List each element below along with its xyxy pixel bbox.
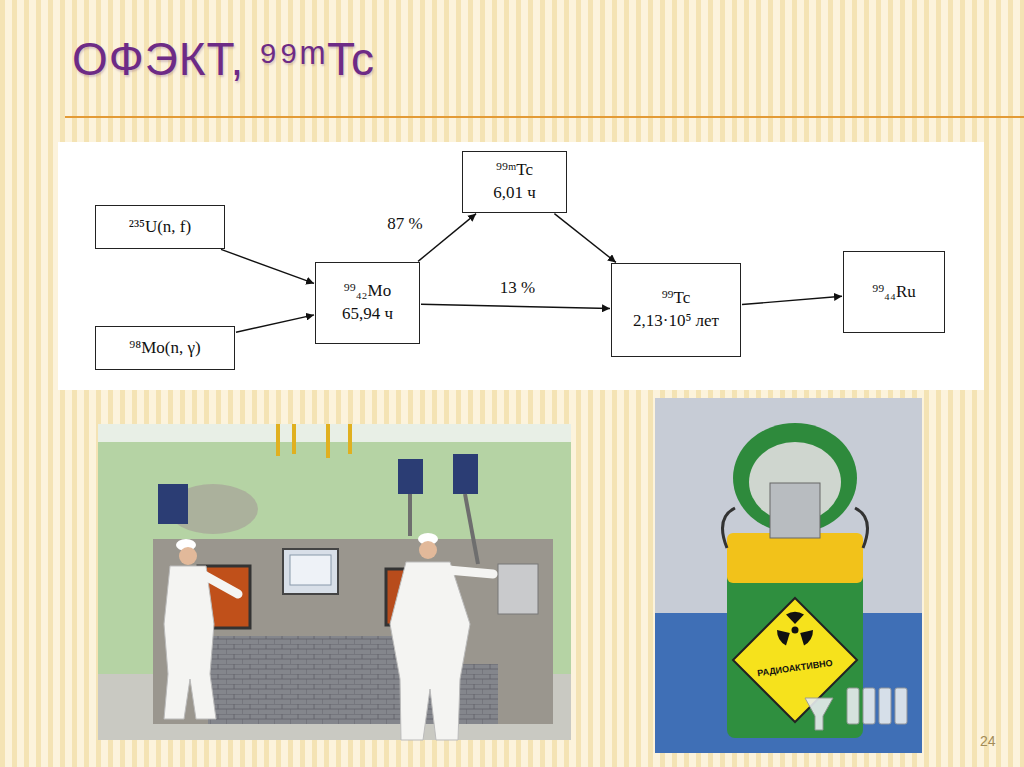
funnel bbox=[805, 698, 833, 730]
nuclide-name: ⁹⁹₄₂Mo bbox=[344, 280, 391, 303]
backdrop bbox=[655, 398, 922, 753]
worker-arm bbox=[448, 570, 493, 574]
decay-arrow bbox=[418, 214, 476, 262]
vial bbox=[879, 688, 891, 724]
vial bbox=[895, 688, 907, 724]
vial bbox=[863, 688, 875, 724]
decay-arrow bbox=[742, 296, 842, 304]
trefoil bbox=[775, 612, 815, 647]
worker-arm bbox=[202, 574, 238, 594]
manipulator-rod bbox=[408, 494, 412, 536]
decay-arrow bbox=[236, 315, 314, 332]
page-number: 24 bbox=[980, 733, 996, 749]
nuclide-box: ⁹⁹ᵐTc6,01 ч bbox=[462, 151, 567, 213]
nuclide-box: ⁹⁹₄₄Ru bbox=[843, 251, 945, 333]
head bbox=[179, 547, 197, 565]
nuclide-name: ⁹⁹Tc bbox=[662, 287, 691, 310]
branch-percent: 13 % bbox=[497, 278, 538, 298]
nuclide-box: ⁹⁹₄₂Mo65,94 ч bbox=[315, 262, 420, 344]
nuclide-name: ⁹⁹₄₄Ru bbox=[872, 281, 916, 304]
handle bbox=[723, 508, 736, 548]
hot-cell-photo bbox=[98, 424, 571, 740]
monitor bbox=[283, 549, 338, 594]
manipulator-rod bbox=[465, 494, 478, 564]
generator-photo bbox=[655, 398, 922, 753]
nuclide-box: ⁹⁸Mo(n, γ) bbox=[95, 326, 235, 370]
trefoil-blade bbox=[796, 625, 815, 647]
trefoil-blade bbox=[786, 612, 804, 624]
hose bbox=[326, 424, 330, 458]
half-life: 6,01 ч bbox=[493, 182, 536, 205]
decay-arrow bbox=[421, 304, 610, 308]
radiation-sticker bbox=[733, 598, 857, 722]
half-life: 65,94 ч bbox=[342, 303, 393, 326]
nuclide-name: ⁹⁸Mo(n, γ) bbox=[129, 337, 200, 360]
decay-arrow bbox=[554, 214, 616, 263]
nuclide-box: ⁹⁹Tc2,13·10⁵ лет bbox=[611, 263, 741, 357]
hose bbox=[348, 424, 352, 454]
steel-column bbox=[770, 483, 820, 538]
handle bbox=[855, 508, 868, 548]
trefoil-center bbox=[792, 627, 799, 634]
monitor-screen bbox=[290, 555, 331, 585]
trefoil-blade bbox=[775, 625, 794, 647]
manipulator bbox=[158, 484, 188, 524]
control-box bbox=[498, 564, 538, 614]
shield-wall bbox=[153, 539, 553, 724]
ceiling bbox=[98, 424, 571, 442]
slide-title: ОФЭКТ, ⁹⁹ᵐTc bbox=[72, 32, 375, 86]
title-rule bbox=[65, 116, 1024, 118]
diagram-panel bbox=[58, 142, 984, 390]
manipulator bbox=[398, 459, 423, 494]
nuclide-box: ²³⁵U(n, f) bbox=[95, 205, 225, 249]
branch-percent: 87 % bbox=[384, 214, 425, 234]
hose bbox=[292, 424, 296, 454]
manipulator bbox=[453, 454, 478, 494]
nuclide-name: ⁹⁹ᵐTc bbox=[496, 159, 533, 182]
container-body bbox=[727, 563, 863, 738]
half-life: 2,13·10⁵ лет bbox=[633, 310, 719, 333]
vial bbox=[847, 688, 859, 724]
nuclide-name: ²³⁵U(n, f) bbox=[129, 216, 191, 239]
decay-arrow bbox=[221, 249, 314, 283]
wall bbox=[98, 424, 571, 740]
worker bbox=[390, 562, 470, 740]
container-collar bbox=[727, 533, 863, 583]
worker bbox=[164, 566, 216, 719]
hose bbox=[276, 424, 280, 456]
head bbox=[419, 541, 437, 559]
